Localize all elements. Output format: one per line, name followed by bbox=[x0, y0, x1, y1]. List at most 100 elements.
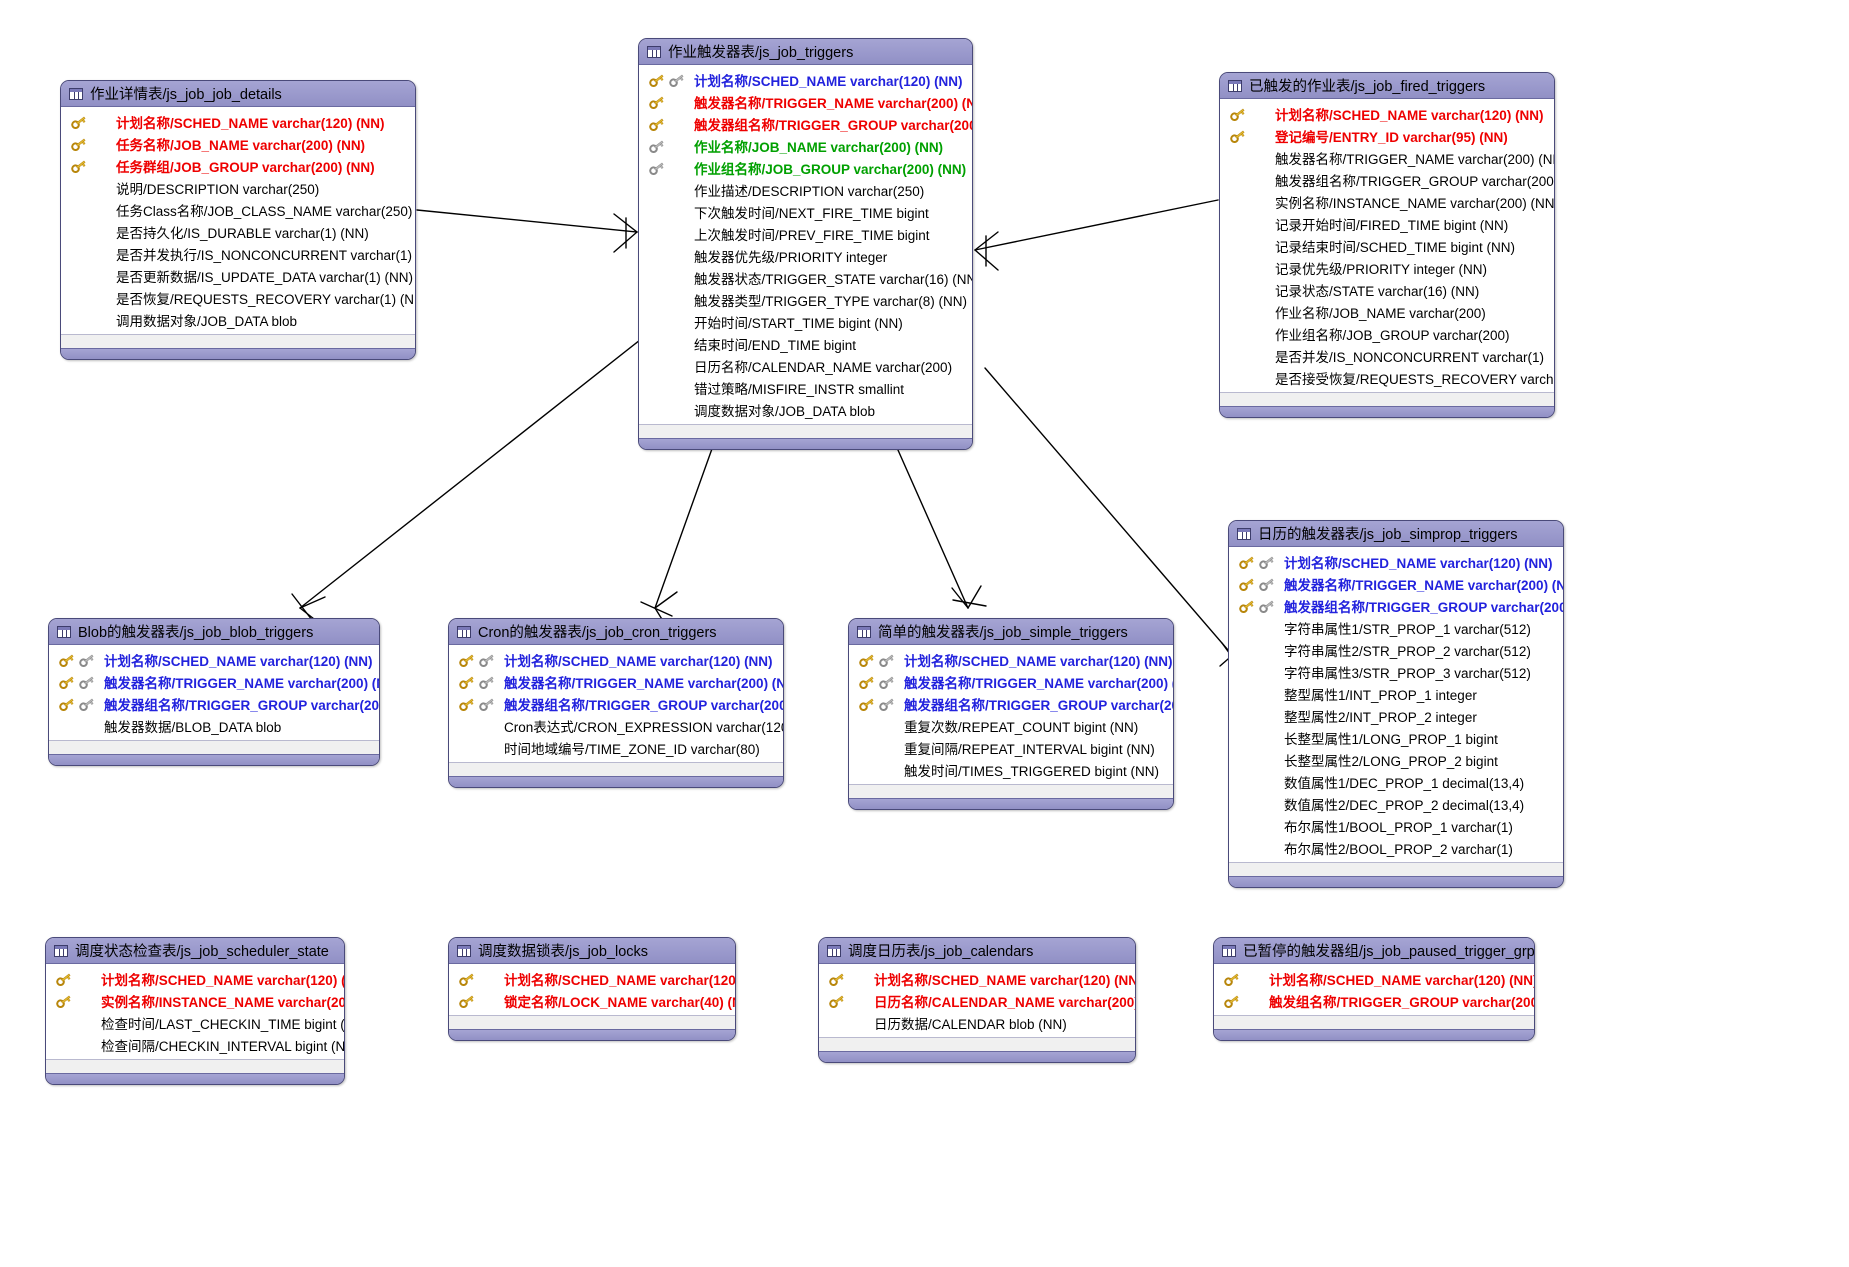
attribute-row[interactable]: 计划名称/SCHED_NAME varchar(120) (NN) bbox=[1229, 551, 1563, 573]
attribute-row[interactable]: 触发器类型/TRIGGER_TYPE varchar(8) (NN) bbox=[639, 289, 972, 311]
attribute-row[interactable]: 日历数据/CALENDAR blob (NN) bbox=[819, 1012, 1135, 1034]
attribute-row[interactable]: 触发器组名称/TRIGGER_GROUP varchar(200) (NN) bbox=[849, 693, 1173, 715]
attribute-row[interactable]: 触发器组名称/TRIGGER_GROUP varchar(200) (NN) bbox=[639, 113, 972, 135]
attribute-row[interactable]: 实例名称/INSTANCE_NAME varchar(200) (NN) bbox=[1220, 191, 1554, 213]
entity-cron_triggers[interactable]: Cron的触发器表/js_job_cron_triggers 计划名称/SCHED… bbox=[448, 618, 784, 788]
attribute-row[interactable]: 作业名称/JOB_NAME varchar(200) bbox=[1220, 301, 1554, 323]
attribute-row[interactable]: 错过策略/MISFIRE_INSTR smallint bbox=[639, 377, 972, 399]
attribute-row[interactable]: 计划名称/SCHED_NAME varchar(120) (NN) bbox=[449, 649, 783, 671]
attribute-row[interactable]: 字符串属性3/STR_PROP_3 varchar(512) bbox=[1229, 661, 1563, 683]
attribute-row[interactable]: 任务Class名称/JOB_CLASS_NAME varchar(250) (N… bbox=[61, 199, 415, 221]
entity-scheduler_state[interactable]: 调度状态检查表/js_job_scheduler_state 计划名称/SCHED… bbox=[45, 937, 345, 1085]
attribute-row[interactable]: 日历名称/CALENDAR_NAME varchar(200) (NN) bbox=[819, 990, 1135, 1012]
attribute-row[interactable]: 布尔属性1/BOOL_PROP_1 varchar(1) bbox=[1229, 815, 1563, 837]
attribute-row[interactable]: 上次触发时间/PREV_FIRE_TIME bigint bbox=[639, 223, 972, 245]
attribute-row[interactable]: 记录结束时间/SCHED_TIME bigint (NN) bbox=[1220, 235, 1554, 257]
entity-job_triggers[interactable]: 作业触发器表/js_job_triggers 计划名称/SCHED_NAME va… bbox=[638, 38, 973, 450]
attribute-row[interactable]: 触发器组名称/TRIGGER_GROUP varchar(200) (NN) bbox=[1220, 169, 1554, 191]
attribute-row[interactable]: 说明/DESCRIPTION varchar(250) bbox=[61, 177, 415, 199]
attribute-row[interactable]: 作业名称/JOB_NAME varchar(200) (NN) bbox=[639, 135, 972, 157]
entity-title-bar[interactable]: 已暂停的触发器组/js_job_paused_trigger_grps bbox=[1214, 938, 1534, 964]
attribute-row[interactable]: 下次触发时间/NEXT_FIRE_TIME bigint bbox=[639, 201, 972, 223]
entity-title-bar[interactable]: Cron的触发器表/js_job_cron_triggers bbox=[449, 619, 783, 645]
attribute-row[interactable]: 数值属性2/DEC_PROP_2 decimal(13,4) bbox=[1229, 793, 1563, 815]
attribute-row[interactable]: 计划名称/SCHED_NAME varchar(120) (NN) bbox=[819, 968, 1135, 990]
attribute-row[interactable]: 布尔属性2/BOOL_PROP_2 varchar(1) bbox=[1229, 837, 1563, 859]
attribute-row[interactable]: 锁定名称/LOCK_NAME varchar(40) (NN) bbox=[449, 990, 735, 1012]
attribute-row[interactable]: 开始时间/START_TIME bigint (NN) bbox=[639, 311, 972, 333]
attribute-row[interactable]: 重复间隔/REPEAT_INTERVAL bigint (NN) bbox=[849, 737, 1173, 759]
attribute-row[interactable]: 时间地域编号/TIME_ZONE_ID varchar(80) bbox=[449, 737, 783, 759]
attribute-row[interactable]: 是否并发执行/IS_NONCONCURRENT varchar(1) (NN) bbox=[61, 243, 415, 265]
entity-blob_triggers[interactable]: Blob的触发器表/js_job_blob_triggers 计划名称/SCHED… bbox=[48, 618, 380, 766]
attribute-row[interactable]: 调度数据对象/JOB_DATA blob bbox=[639, 399, 972, 421]
entity-title-bar[interactable]: 作业触发器表/js_job_triggers bbox=[639, 39, 972, 65]
attribute-row[interactable]: 字符串属性2/STR_PROP_2 varchar(512) bbox=[1229, 639, 1563, 661]
entity-title-bar[interactable]: 调度数据锁表/js_job_locks bbox=[449, 938, 735, 964]
attribute-row[interactable]: 整型属性1/INT_PROP_1 integer bbox=[1229, 683, 1563, 705]
attribute-row[interactable]: 计划名称/SCHED_NAME varchar(120) (NN) bbox=[1220, 103, 1554, 125]
attribute-row[interactable]: 计划名称/SCHED_NAME varchar(120) (NN) bbox=[639, 69, 972, 91]
attribute-row[interactable]: 检查间隔/CHECKIN_INTERVAL bigint (NN) bbox=[46, 1034, 344, 1056]
attribute-row[interactable]: 触发器组名称/TRIGGER_GROUP varchar(200) (NN) bbox=[49, 693, 379, 715]
attribute-row[interactable]: 记录状态/STATE varchar(16) (NN) bbox=[1220, 279, 1554, 301]
attribute-row[interactable]: 触发器数据/BLOB_DATA blob bbox=[49, 715, 379, 737]
entity-title-bar[interactable]: 简单的触发器表/js_job_simple_triggers bbox=[849, 619, 1173, 645]
entity-title-bar[interactable]: Blob的触发器表/js_job_blob_triggers bbox=[49, 619, 379, 645]
attribute-row[interactable]: 检查时间/LAST_CHECKIN_TIME bigint (NN) bbox=[46, 1012, 344, 1034]
attribute-row[interactable]: 计划名称/SCHED_NAME varchar(120) (NN) bbox=[1214, 968, 1534, 990]
attribute-row[interactable]: 触发器状态/TRIGGER_STATE varchar(16) (NN) bbox=[639, 267, 972, 289]
attribute-row[interactable]: 重复次数/REPEAT_COUNT bigint (NN) bbox=[849, 715, 1173, 737]
attribute-row[interactable]: 作业组名称/JOB_GROUP varchar(200) (NN) bbox=[639, 157, 972, 179]
attribute-row[interactable]: 记录优先级/PRIORITY integer (NN) bbox=[1220, 257, 1554, 279]
attribute-row[interactable]: 结束时间/END_TIME bigint bbox=[639, 333, 972, 355]
attribute-row[interactable]: 任务名称/JOB_NAME varchar(200) (NN) bbox=[61, 133, 415, 155]
entity-locks[interactable]: 调度数据锁表/js_job_locks 计划名称/SCHED_NAME varch… bbox=[448, 937, 736, 1041]
attribute-row[interactable]: 字符串属性1/STR_PROP_1 varchar(512) bbox=[1229, 617, 1563, 639]
attribute-row[interactable]: 触发器名称/TRIGGER_NAME varchar(200) (NN) bbox=[49, 671, 379, 693]
attribute-row[interactable]: 触发器名称/TRIGGER_NAME varchar(200) (NN) bbox=[1229, 573, 1563, 595]
attribute-row[interactable]: 日历名称/CALENDAR_NAME varchar(200) bbox=[639, 355, 972, 377]
attribute-row[interactable]: 触发器优先级/PRIORITY integer bbox=[639, 245, 972, 267]
attribute-row[interactable]: 触发时间/TIMES_TRIGGERED bigint (NN) bbox=[849, 759, 1173, 781]
attribute-row[interactable]: 计划名称/SCHED_NAME varchar(120) (NN) bbox=[49, 649, 379, 671]
attribute-row[interactable]: 触发器组名称/TRIGGER_GROUP varchar(200) (NN) bbox=[449, 693, 783, 715]
attribute-row[interactable]: 触发器名称/TRIGGER_NAME varchar(200) (NN) bbox=[849, 671, 1173, 693]
attribute-row[interactable]: 是否更新数据/IS_UPDATE_DATA varchar(1) (NN) bbox=[61, 265, 415, 287]
attribute-row[interactable]: 触发器组名称/TRIGGER_GROUP varchar(200) (NN) bbox=[1229, 595, 1563, 617]
attribute-row[interactable]: 作业描述/DESCRIPTION varchar(250) bbox=[639, 179, 972, 201]
attribute-row[interactable]: 记录开始时间/FIRED_TIME bigint (NN) bbox=[1220, 213, 1554, 235]
attribute-row[interactable]: 计划名称/SCHED_NAME varchar(120) (NN) bbox=[46, 968, 344, 990]
attribute-row[interactable]: 作业组名称/JOB_GROUP varchar(200) bbox=[1220, 323, 1554, 345]
attribute-row[interactable]: 是否持久化/IS_DURABLE varchar(1) (NN) bbox=[61, 221, 415, 243]
attribute-row[interactable]: 长整型属性2/LONG_PROP_2 bigint bbox=[1229, 749, 1563, 771]
attribute-row[interactable]: 计划名称/SCHED_NAME varchar(120) (NN) bbox=[61, 111, 415, 133]
entity-title-bar[interactable]: 调度状态检查表/js_job_scheduler_state bbox=[46, 938, 344, 964]
attribute-row[interactable]: 计划名称/SCHED_NAME varchar(120) (NN) bbox=[449, 968, 735, 990]
attribute-row[interactable]: 登记编号/ENTRY_ID varchar(95) (NN) bbox=[1220, 125, 1554, 147]
entity-title-bar[interactable]: 调度日历表/js_job_calendars bbox=[819, 938, 1135, 964]
entity-title-bar[interactable]: 作业详情表/js_job_job_details bbox=[61, 81, 415, 107]
attribute-row[interactable]: 长整型属性1/LONG_PROP_1 bigint bbox=[1229, 727, 1563, 749]
attribute-row[interactable]: 是否并发/IS_NONCONCURRENT varchar(1) bbox=[1220, 345, 1554, 367]
attribute-row[interactable]: 是否恢复/REQUESTS_RECOVERY varchar(1) (NN) bbox=[61, 287, 415, 309]
entity-title-bar[interactable]: 日历的触发器表/js_job_simprop_triggers bbox=[1229, 521, 1563, 547]
attribute-row[interactable]: Cron表达式/CRON_EXPRESSION varchar(120) (NN… bbox=[449, 715, 783, 737]
attribute-row[interactable]: 任务群组/JOB_GROUP varchar(200) (NN) bbox=[61, 155, 415, 177]
attribute-row[interactable]: 计划名称/SCHED_NAME varchar(120) (NN) bbox=[849, 649, 1173, 671]
attribute-row[interactable]: 实例名称/INSTANCE_NAME varchar(200) (NN) bbox=[46, 990, 344, 1012]
attribute-row[interactable]: 调用数据对象/JOB_DATA blob bbox=[61, 309, 415, 331]
entity-simple_triggers[interactable]: 简单的触发器表/js_job_simple_triggers 计划名称/SCHED… bbox=[848, 618, 1174, 810]
entity-fired_triggers[interactable]: 已触发的作业表/js_job_fired_triggers 计划名称/SCHED_… bbox=[1219, 72, 1555, 418]
entity-title-bar[interactable]: 已触发的作业表/js_job_fired_triggers bbox=[1220, 73, 1554, 99]
attribute-row[interactable]: 数值属性1/DEC_PROP_1 decimal(13,4) bbox=[1229, 771, 1563, 793]
attribute-row[interactable]: 触发器名称/TRIGGER_NAME varchar(200) (NN) bbox=[1220, 147, 1554, 169]
attribute-row[interactable]: 整型属性2/INT_PROP_2 integer bbox=[1229, 705, 1563, 727]
attribute-row[interactable]: 触发组名称/TRIGGER_GROUP varchar(200) (NN) bbox=[1214, 990, 1534, 1012]
attribute-row[interactable]: 触发器名称/TRIGGER_NAME varchar(200) (NN) bbox=[449, 671, 783, 693]
entity-paused_trigger_grps[interactable]: 已暂停的触发器组/js_job_paused_trigger_grps 计划名称/… bbox=[1213, 937, 1535, 1041]
entity-simprop_triggers[interactable]: 日历的触发器表/js_job_simprop_triggers 计划名称/SCHE… bbox=[1228, 520, 1564, 888]
attribute-row[interactable]: 触发器名称/TRIGGER_NAME varchar(200) (NN) bbox=[639, 91, 972, 113]
entity-calendars[interactable]: 调度日历表/js_job_calendars 计划名称/SCHED_NAME va… bbox=[818, 937, 1136, 1063]
attribute-row[interactable]: 是否接受恢复/REQUESTS_RECOVERY varchar(1) bbox=[1220, 367, 1554, 389]
